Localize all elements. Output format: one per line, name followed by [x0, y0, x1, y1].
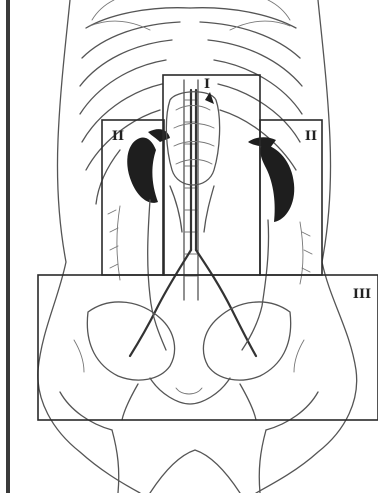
vessels	[108, 90, 312, 356]
pelvis	[60, 302, 318, 493]
central-organs	[166, 92, 219, 232]
zone-1-label: I	[204, 77, 210, 92]
zone-3-label: III	[353, 287, 371, 302]
zone-2-left-label: II	[112, 129, 124, 144]
left-margin-bar	[6, 0, 10, 493]
zone-2-right-label: II	[305, 129, 317, 144]
